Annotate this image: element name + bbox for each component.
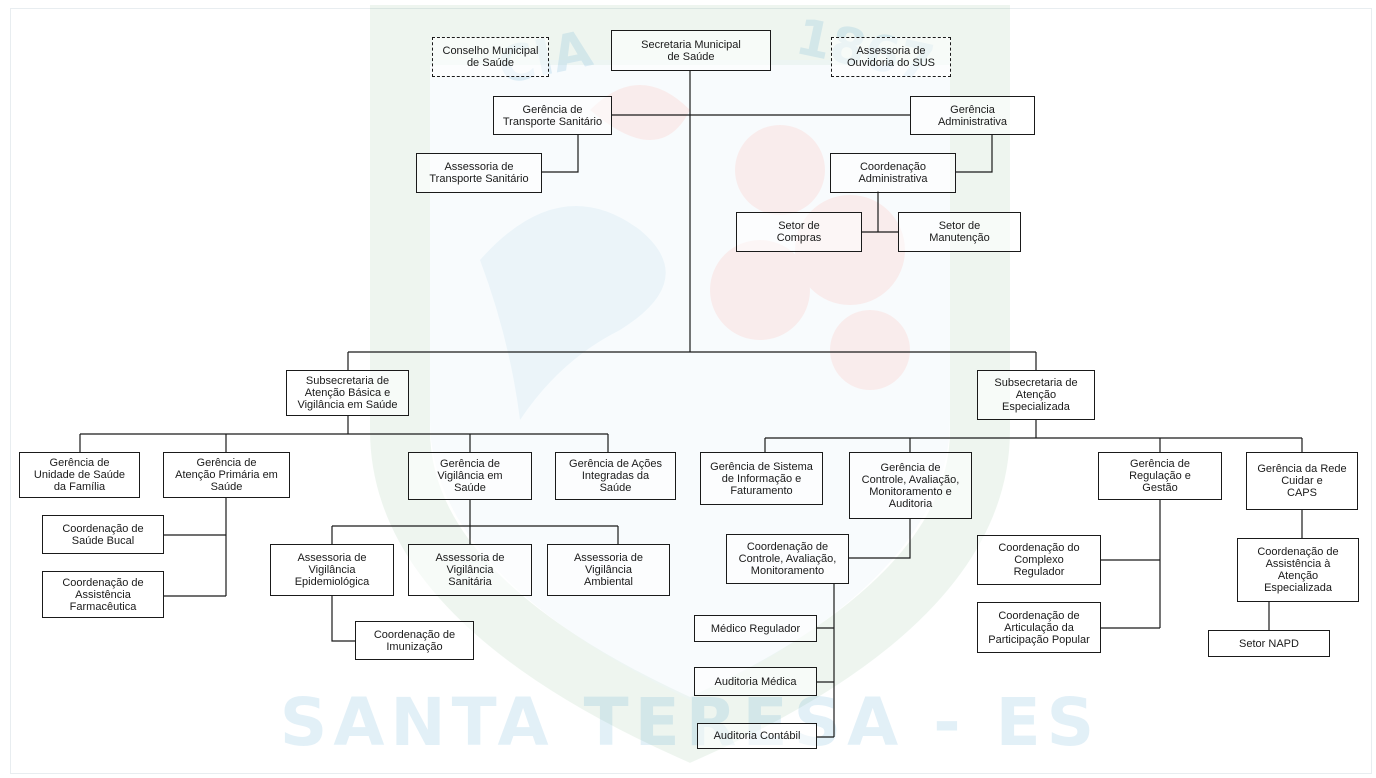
box-assessoria-transporte: Assessoria de Transporte Sanitário [416, 153, 542, 193]
box-assessoria-ambiental: Assessoria de Vigilância Ambiental [547, 544, 670, 596]
connector-transporte-assessoria [542, 134, 579, 173]
box-setor-napd: Setor NAPD [1208, 630, 1330, 657]
box-coordenacao-saude-bucal: Coordenação de Saúde Bucal [42, 515, 164, 554]
box-gerencia-rede-cuidar: Gerência da Rede Cuidar e CAPS [1246, 452, 1358, 510]
chart-frame [10, 8, 1372, 774]
box-ouvidoria: Assessoria de Ouvidoria do SUS [831, 37, 951, 77]
connector-controle-coordenacao [849, 519, 911, 559]
box-gerencia-acoes-integradas: Gerência de Ações Integradas da Saúde [555, 452, 676, 500]
box-assessoria-epidemiologica: Assessoria de Vigilância Epidemiológica [270, 544, 394, 596]
box-conselho: Conselho Municipal de Saúde [432, 37, 549, 77]
box-gerencia-usf: Gerência de Unidade de Saúde da Família [19, 452, 140, 498]
connector-epidemiologica-imunizacao [331, 596, 355, 642]
box-auditoria-medica: Auditoria Médica [694, 667, 817, 696]
box-coordenacao-complexo-regulador: Coordenação do Complexo Regulador [977, 535, 1101, 585]
box-gerencia-transporte: Gerência de Transporte Sanitário [493, 96, 612, 135]
box-subsecretaria-atencao-basica: Subsecretaria de Atenção Básica e Vigilâ… [286, 370, 409, 416]
connector-atencao-primaria-coords [164, 497, 227, 597]
connector-vigilancia-assessorias [331, 500, 619, 544]
box-subsecretaria-atencao-especializada: Subsecretaria de Atenção Especializada [977, 370, 1095, 420]
box-gerencia-vigilancia: Gerência de Vigilância em Saúde [408, 452, 532, 500]
box-gerencia-administrativa: Gerência Administrativa [910, 96, 1035, 135]
box-gerencia-sistema-informacao: Gerência de Sistema de Informação e Fatu… [700, 452, 823, 505]
connector-coordenacao-auditorias [817, 584, 835, 738]
box-coordenacao-controle: Coordenação de Controle, Avaliação, Moni… [726, 534, 849, 584]
box-gerencia-atencao-primaria: Gerência de Atenção Primária em Saúde [163, 452, 290, 498]
connector-coordenacao-setores [862, 191, 898, 233]
connector-rede-cuidar-coords [1268, 510, 1303, 630]
box-setor-compras: Setor de Compras [736, 212, 862, 252]
connector-regulacao-coords [1101, 500, 1161, 629]
connector-atencao-especializada [764, 420, 1303, 452]
connector-atencao-basica [79, 415, 609, 452]
box-coordenacao-participacao-popular: Coordenação de Articulação da Participaç… [977, 602, 1101, 653]
box-coordenacao-imunizacao: Coordenação de Imunização [355, 621, 474, 660]
connector-subsecretarias [347, 351, 1037, 371]
box-gerencia-regulacao: Gerência de Regulação e Gestão [1098, 452, 1222, 500]
box-coordenacao-assistencia-especializada: Coordenação de Assistência à Atenção Esp… [1237, 538, 1359, 602]
box-assessoria-sanitaria: Assessoria de Vigilância Sanitária [408, 544, 532, 596]
box-auditoria-contabil: Auditoria Contábil [697, 723, 817, 749]
box-coordenacao-farmaceutica: Coordenação de Assistência Farmacêutica [42, 571, 164, 618]
box-secretaria: Secretaria Municipal de Saúde [611, 30, 771, 71]
connector-admin-coordenacao [956, 134, 993, 173]
box-coordenacao-administrativa: Coordenação Administrativa [830, 153, 956, 193]
box-gerencia-controle-avaliacao: Gerência de Controle, Avaliação, Monitor… [849, 452, 972, 519]
box-medico-regulador: Médico Regulador [694, 615, 817, 642]
box-setor-manutencao: Setor de Manutenção [898, 212, 1021, 252]
